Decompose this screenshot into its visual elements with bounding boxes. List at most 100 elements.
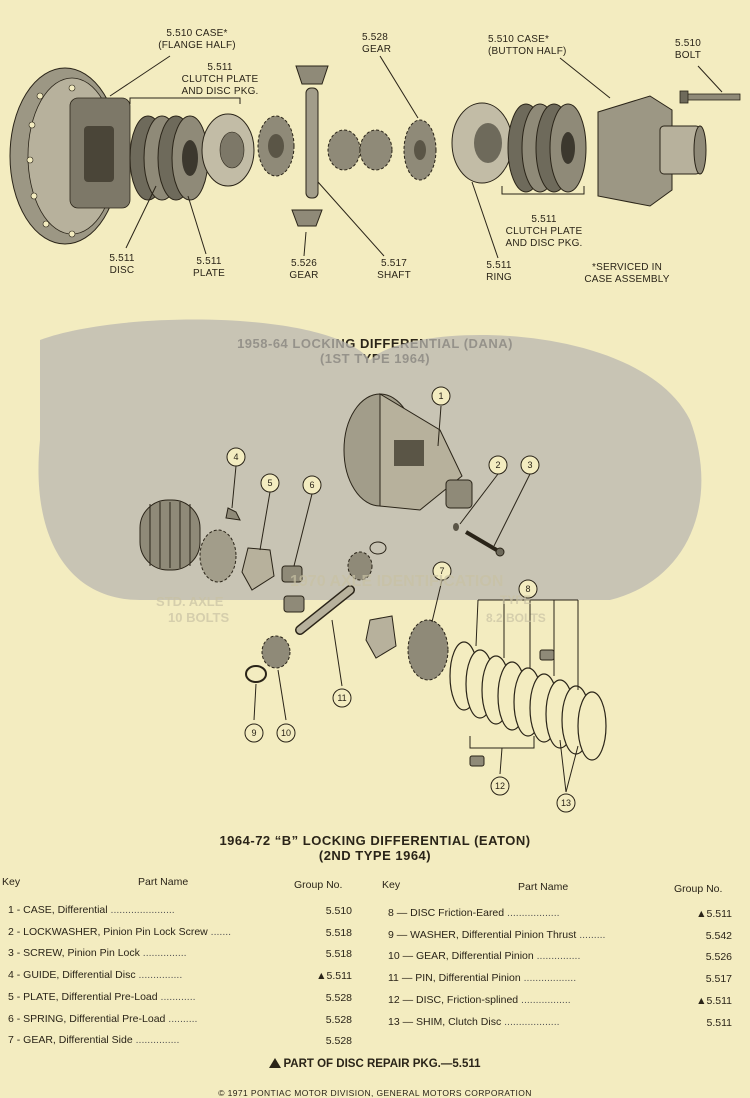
list-item: 3 - SCREW, Pinion Pin Lock .............… bbox=[8, 947, 187, 959]
part-name: 5 - PLATE, Differential Pre-Load bbox=[8, 990, 158, 1003]
label-gear-bottom: 5.526 GEAR bbox=[284, 258, 324, 282]
group-number: 5.542 bbox=[705, 929, 732, 942]
part-name: 9 — WASHER, Differential Pinion Thrust bbox=[388, 928, 577, 941]
part-name: 13 — SHIM, Clutch Disc bbox=[388, 1015, 502, 1028]
diagram2-title: 1964-72 “B” LOCKING DIFFERENTIAL (EATON)… bbox=[0, 833, 750, 863]
label-bolt-line1: 5.510 bbox=[674, 38, 702, 49]
label-gear-bottom-line1: 5.526 bbox=[290, 258, 318, 269]
label-clutch-right-line2: CLUTCH PLATE bbox=[505, 226, 583, 237]
footnote: PART OF DISC REPAIR PKG.—5.511 bbox=[0, 1058, 750, 1070]
part-name: 8 — DISC Friction-Eared bbox=[388, 907, 505, 919]
group-number: 5.528 bbox=[325, 1013, 352, 1026]
callout-13: 13 bbox=[561, 798, 571, 808]
leader-dots: ............ bbox=[157, 990, 196, 1003]
list-item: 10 — GEAR, Differential Pinion .........… bbox=[388, 950, 580, 962]
clutch-pack-left-illustration bbox=[129, 113, 255, 201]
plate-illustration bbox=[241, 547, 275, 591]
diagram2-title-line1: 1964-72 “B” LOCKING DIFFERENTIAL (EATON) bbox=[219, 833, 531, 848]
group-number: 5.528 bbox=[325, 1035, 352, 1048]
list-item: 12 — DISC, Friction-splined ............… bbox=[388, 994, 571, 1006]
label-gear-top-line2: GEAR bbox=[362, 44, 392, 55]
diagram2-leader-lines bbox=[231, 405, 579, 793]
label-gear-bottom-line2: GEAR bbox=[289, 270, 319, 281]
header-part-name-left: Part Name bbox=[138, 876, 189, 888]
guide-illustration bbox=[225, 507, 241, 521]
leader-dots: .................. bbox=[504, 907, 560, 919]
label-disc: 5.511 DISC bbox=[104, 253, 140, 277]
watermark-line-4: 10 BOLTS bbox=[168, 610, 229, 625]
group-number: ▲5.511 bbox=[696, 994, 732, 1007]
label-clutch-pack-right: 5.511 CLUTCH PLATE AND DISC PKG. bbox=[494, 214, 594, 250]
list-item: 5 - PLATE, Differential Pre-Load .......… bbox=[8, 991, 196, 1003]
part-name: 12 — DISC, Friction-splined bbox=[388, 993, 519, 1006]
leader-dots: ................... bbox=[501, 1015, 560, 1028]
label-gear-top-line1: 5.528 bbox=[362, 32, 389, 43]
group-number: 5.526 bbox=[705, 951, 732, 964]
pinion-gear-upper-illustration bbox=[347, 551, 373, 581]
part-name: 3 - SCREW, Pinion Pin Lock bbox=[8, 947, 140, 960]
side-gear-left-illustration bbox=[257, 115, 295, 177]
callout-8: 8 bbox=[525, 584, 530, 594]
label-case-flange-line1: 5.510 CASE* bbox=[166, 28, 228, 39]
label-ring: 5.511 RING bbox=[480, 260, 518, 284]
group-number: ▲5.511 bbox=[696, 908, 732, 920]
list-item: 7 - GEAR, Differential Side ............… bbox=[8, 1034, 179, 1046]
leader-dots: ...................... bbox=[107, 904, 175, 916]
part-name: 1 - CASE, Differential bbox=[8, 904, 108, 916]
leader-dots: .......... bbox=[165, 1012, 198, 1025]
header-group-right: Group No. bbox=[674, 883, 723, 895]
callout-5: 5 bbox=[267, 478, 272, 488]
header-key-left: Key bbox=[2, 876, 21, 888]
eaton-differential-diagram: 1 2 3 4 5 6 7 8 9 10 11 12 13 1970 AXLE … bbox=[38, 319, 702, 813]
label-bolt: 5.510 BOLT bbox=[666, 38, 710, 62]
callout-numbers: 1 2 3 4 5 6 7 8 9 10 11 12 13 bbox=[233, 391, 571, 808]
label-plate-line2: PLATE bbox=[193, 268, 225, 279]
label-ring-line1: 5.511 bbox=[486, 260, 512, 271]
callout-11: 11 bbox=[337, 693, 346, 703]
ring-illustration bbox=[451, 102, 513, 184]
label-plate-line1: 5.511 bbox=[196, 256, 222, 267]
footnote-text: PART OF DISC REPAIR PKG.—5.511 bbox=[283, 1058, 481, 1070]
list-item: 2 - LOCKWASHER, Pinion Pin Lock Screw ..… bbox=[8, 926, 231, 938]
label-clutch-right-line1: 5.511 bbox=[531, 214, 557, 225]
part-name: 2 - LOCKWASHER, Pinion Pin Lock Screw bbox=[8, 925, 208, 938]
friction-discs-illustration bbox=[449, 641, 607, 761]
callout-3: 3 bbox=[527, 460, 532, 470]
leader-dots: ................. bbox=[518, 993, 571, 1006]
callout-4: 4 bbox=[233, 452, 238, 462]
triangle-icon bbox=[269, 1058, 282, 1068]
label-disc-line1: 5.511 bbox=[109, 253, 135, 264]
callout-circles bbox=[226, 386, 576, 813]
washer-lower-illustration bbox=[245, 665, 267, 683]
guide-right-illustration bbox=[539, 649, 555, 661]
plate-right-illustration bbox=[365, 615, 397, 659]
disc-pack-left-illustration bbox=[139, 499, 237, 583]
diagram2-title-line2: (2ND TYPE 1964) bbox=[318, 848, 432, 863]
callout-7: 7 bbox=[439, 566, 444, 576]
leader-dots: ............... bbox=[135, 969, 183, 982]
group-number: 5.511 bbox=[706, 1016, 733, 1029]
label-shaft-line2: SHAFT bbox=[377, 270, 411, 281]
callout-10: 10 bbox=[281, 728, 291, 738]
clutch-pack-right-illustration bbox=[507, 103, 587, 193]
side-gear-right-illustration bbox=[403, 119, 437, 181]
list-item: 11 — PIN, Differential Pinion ..........… bbox=[388, 972, 576, 984]
list-item: 9 — WASHER, Differential Pinion Thrust .… bbox=[388, 929, 605, 941]
label-clutch-left-line1: 5.511 bbox=[207, 62, 233, 73]
callout-12: 12 bbox=[495, 781, 505, 791]
watermark-line-1: 1970 AXLE IDENTIFICATION bbox=[290, 573, 503, 590]
list-item: 4 - GUIDE, Differential Disc ...........… bbox=[8, 969, 182, 981]
watermark-line-2: TYPE bbox=[500, 593, 531, 607]
leader-dots: ....... bbox=[207, 925, 232, 938]
callout-1: 1 bbox=[438, 391, 443, 401]
lockwasher-illustration bbox=[453, 523, 459, 531]
washer-upper-illustration bbox=[369, 541, 387, 555]
leader-dots: ............... bbox=[139, 947, 187, 960]
part-name: 6 - SPRING, Differential Pre-Load bbox=[8, 1012, 166, 1025]
part-name: 11 — PIN, Differential Pinion bbox=[388, 972, 521, 985]
group-number: 5.517 bbox=[705, 973, 732, 986]
pinion-shaft-illustration bbox=[291, 65, 393, 227]
label-ring-line2: RING bbox=[486, 272, 512, 283]
part-name: 4 - GUIDE, Differential Disc bbox=[8, 969, 136, 982]
